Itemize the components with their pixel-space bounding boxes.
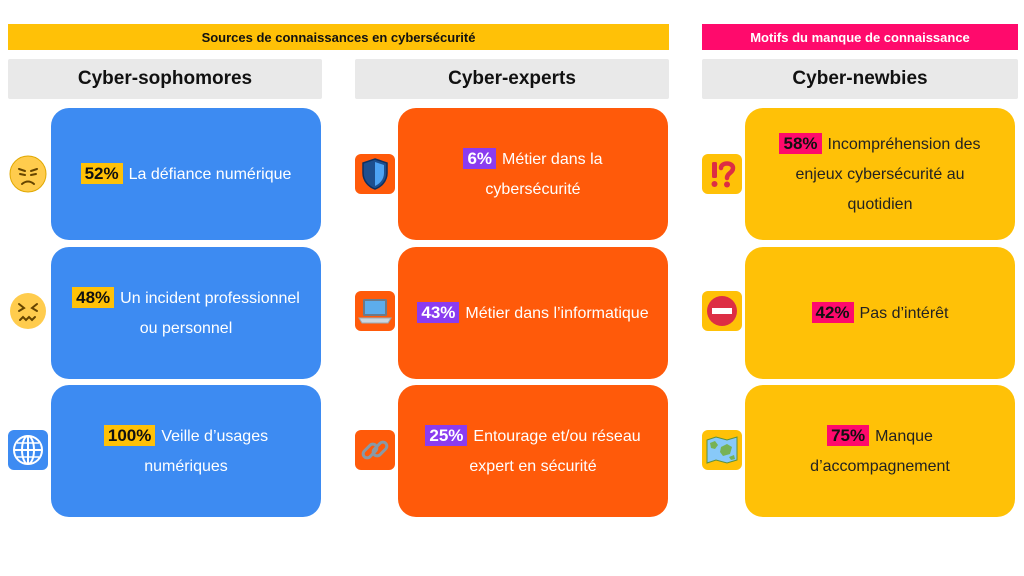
percentage-badge: 100% (103, 424, 156, 446)
percentage-badge: 43% (417, 301, 460, 323)
card-label: Manque d’accompagnement (810, 427, 950, 475)
card-metier-cybersecurite: 6%Métier dans la cybersécurité (398, 108, 668, 240)
card-label: Métier dans la cybersécurité (485, 150, 603, 198)
frustrated-face-icon (8, 154, 48, 194)
card-label: Incompréhension des enjeux cybersécurité… (795, 135, 981, 213)
card-label: Entourage et/ou réseau expert en sécurit… (469, 427, 641, 475)
card-label: La défiance numérique (128, 165, 292, 183)
no-entry-icon (702, 291, 742, 331)
shield-icon (355, 154, 395, 194)
percentage-badge: 42% (811, 301, 854, 323)
card-metier-informatique: 43% Métier dans l’informatique (398, 247, 668, 379)
card-incomprehension: 58%Incompréhension des enjeux cybersécur… (745, 108, 1015, 240)
interrobang-icon (702, 154, 742, 194)
percentage-badge: 25% (425, 424, 468, 446)
card-manque-accompagnement: 75%Manque d’accompagnement (745, 385, 1015, 517)
card-defiance-numerique: 52% La défiance numérique (51, 108, 321, 240)
card-incident: 48%Un incident professionnel ou personne… (51, 247, 321, 379)
card-pas-interet: 42% Pas d’intérêt (745, 247, 1015, 379)
column-header-cyber-experts: Cyber-experts (355, 59, 669, 99)
card-label: Un incident professionnel ou personnel (120, 289, 300, 337)
percentage-badge: 58% (779, 132, 822, 154)
chain-link-icon (355, 430, 395, 470)
laptop-icon (355, 291, 395, 331)
card-label: Métier dans l’informatique (465, 304, 649, 322)
percentage-badge: 48% (72, 286, 115, 308)
column-header-cyber-sophomores: Cyber-sophomores (8, 59, 322, 99)
globe-icon (8, 430, 48, 470)
percentage-badge: 52% (80, 162, 123, 184)
card-label: Pas d’intérêt (859, 304, 949, 322)
column-header-cyber-newbies: Cyber-newbies (702, 59, 1018, 99)
card-veille: 100%Veille d’usages numériques (51, 385, 321, 517)
card-label: Veille d’usages numériques (144, 427, 269, 475)
motifs-banner: Motifs du manque de connaissance (702, 24, 1018, 50)
sources-banner: Sources de connaissances en cybersécurit… (8, 24, 669, 50)
percentage-badge: 75% (827, 424, 870, 446)
percentage-badge: 6% (463, 147, 497, 169)
card-entourage: 25%Entourage et/ou réseau expert en sécu… (398, 385, 668, 517)
confounded-face-icon (8, 291, 48, 331)
map-icon (702, 430, 742, 470)
